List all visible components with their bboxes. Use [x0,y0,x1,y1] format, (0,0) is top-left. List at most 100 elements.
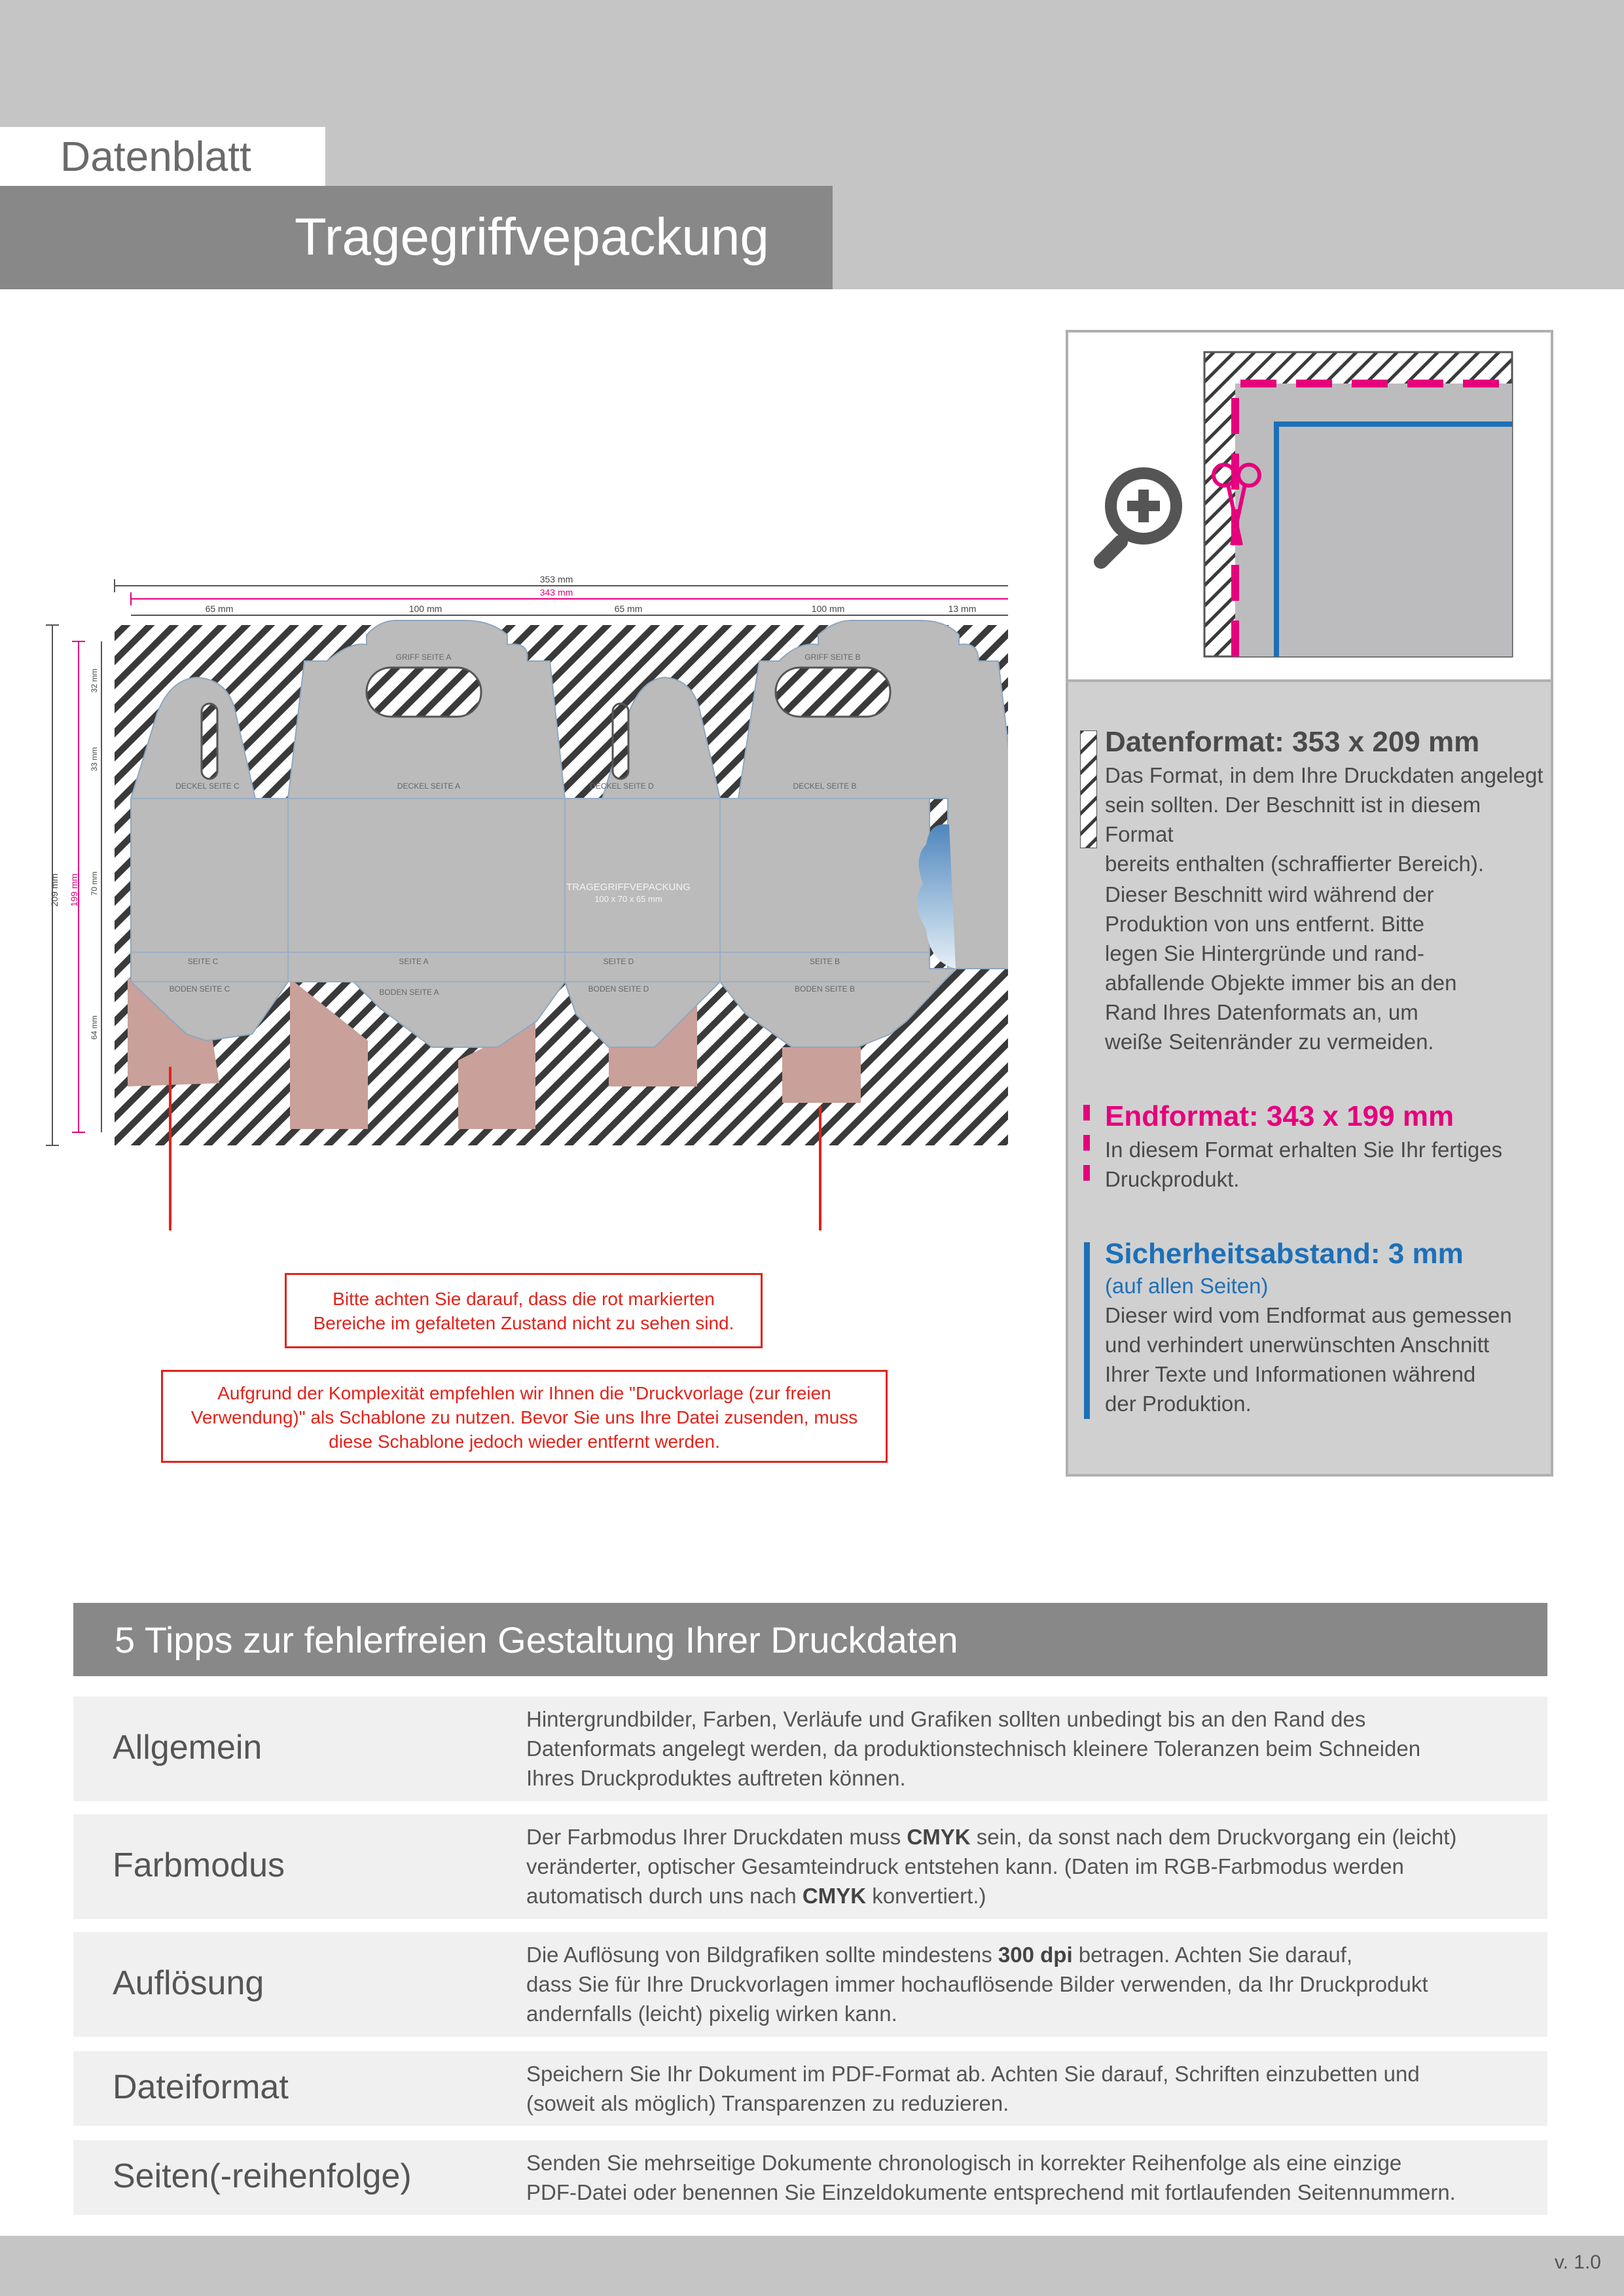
scissors-icon [1212,463,1261,546]
red-areas-note: Bitte achten Sie darauf, dass die rot ma… [285,1273,763,1348]
datenformat-text: Das Format, in dem Ihre Druckdaten angel… [1105,761,1551,878]
version-label: v. 1.0 [1554,2251,1601,2273]
handle-cutouts [200,666,892,780]
tip-row-allgemein: Allgemein Hintergrundbilder, Farben, Ver… [73,1696,1547,1801]
dim-left-4: 64 mm [90,1016,99,1040]
text-line: Produktion von uns entfernt. Bitte [1105,912,1424,936]
tip-label: Farbmodus [113,1846,285,1884]
text-line: dass Sie für Ihre Druckvorlagen immer ho… [526,1972,1428,1996]
text-line: Speichern Sie Ihr Dokument im PDF-Format… [526,2062,1420,2086]
label-seite-c: SEITE C [188,957,219,966]
zoom-illustration [1068,332,1551,682]
text-run: sein, da sonst nach dem Druckvorgang ein… [970,1825,1457,1849]
sicherheit-title: Sicherheitsabstand: 3 mm [1105,1238,1464,1270]
sicherheit-text: Dieser wird vom Endformat aus gemessen u… [1105,1300,1512,1418]
label-deckel-d: DECKEL SEITE D [590,781,654,791]
dim-final-height: 199 mm [69,874,79,907]
text-line: sein sollten. Der Beschnitt ist in diese… [1105,793,1481,846]
title-box [0,186,833,289]
dim-top-1: 65 mm [206,603,234,614]
text-line: In diesem Format erhalten Sie Ihr fertig… [1105,1138,1503,1162]
text-run: automatisch durch uns nach [526,1884,803,1908]
document-label: Datenblatt [60,133,251,180]
label-seite-d: SEITE D [604,957,634,966]
text-line: Datenformats angelegt werden, da produkt… [526,1736,1421,1761]
text-line: legen Sie Hintergründe und rand- [1105,941,1424,965]
text-line: Druckprodukt. [1105,1167,1240,1191]
text-line: Senden Sie mehrseitige Dokumente chronol… [526,2151,1402,2175]
tip-label: Allgemein [113,1729,262,1767]
tip-label: Auflösung [113,1964,264,2002]
zoom-in-icon [1094,467,1182,569]
magenta-dash-bar [1083,1105,1090,1190]
text-line: veränderter, optischer Gesamteindruck en… [526,1854,1404,1878]
dim-left-3: 70 mm [90,872,99,896]
tips-title: 5 Tipps zur fehlerfreien Gestaltung Ihre… [115,1619,958,1660]
box-net [130,620,1008,1048]
dim-final-width: 343 mm [540,587,573,598]
label-boden-d: BODEN SEITE D [588,984,649,994]
footer-band [0,2236,1624,2296]
tip-label: Seiten(-reihenfolge) [113,2157,412,2195]
corner-detail [1094,351,1513,658]
text-run: betragen. Achten Sie darauf, [1072,1943,1353,1967]
tip-row-farbmodus: Farbmodus Der Farbmodus Ihrer Druckdaten… [73,1814,1547,1919]
dim-total-height: 209 mm [49,874,60,907]
note-line: Bitte achten Sie darauf, dass die rot ma… [333,1289,715,1309]
dieline-diagram: 353 mm 343 mm 65 mm 100 mm 65 mm 100 mm … [46,574,1008,1230]
text-run: Die Auflösung von Bildgrafiken sollte mi… [526,1943,998,1967]
label-boden-c: BODEN SEITE C [170,984,230,994]
tip-text: Hintergrundbilder, Farben, Verläufe und … [526,1704,1534,1793]
label-boden-b: BODEN SEITE B [795,984,855,994]
fold-lines [131,798,929,982]
sicherheit-subtitle: (auf allen Seiten) [1105,1274,1269,1298]
label-box [0,127,325,186]
text-line: der Produktion. [1105,1391,1252,1416]
dim-total-width: 353 mm [540,574,573,584]
text-bold: CMYK [907,1825,971,1849]
dim-top-3: 65 mm [615,603,643,614]
label-deckel-a: DECKEL SEITE A [397,781,460,791]
text-line: Das Format, in dem Ihre Druckdaten angel… [1105,763,1543,787]
label-deckel-c: DECKEL SEITE C [175,781,240,791]
dim-top-4: 100 mm [812,603,845,614]
text-line: Ihres Druckproduktes auftreten können. [526,1766,906,1790]
callout-lines [169,1067,821,1230]
info-panel: Datenformat: 353 x 209 mm Das Format, in… [1066,330,1553,1477]
text-bold: 300 dpi [998,1943,1073,1967]
text-line: abfallende Objekte immer bis an den [1105,971,1457,995]
text-line: Hintergrundbilder, Farben, Verläufe und … [526,1707,1366,1731]
blue-bar [1084,1242,1090,1419]
dim-top-2: 100 mm [409,603,442,614]
text-line: Rand Ihres Datenformats an, um [1105,1000,1418,1024]
text-bold: CMYK [802,1884,867,1908]
dim-top-5: 13 mm [948,603,977,614]
text-line: Dieser Beschnitt wird während der [1105,882,1434,906]
tip-row-aufloesung: Auflösung Die Auflösung von Bildgrafiken… [73,1932,1547,2037]
label-seite-a: SEITE A [399,957,428,966]
datenformat-extra-text: Dieser Beschnitt wird während der Produk… [1105,880,1456,1056]
text-line: Dieser wird vom Endformat aus gemessen [1105,1303,1512,1327]
tip-row-seiten: Seiten(-reihenfolge) Senden Sie mehrseit… [73,2140,1547,2215]
text-run: konvertiert.) [866,1884,986,1908]
text-line: bereits enthalten (schraffierter Bereich… [1105,852,1484,876]
tip-text: Senden Sie mehrseitige Dokumente chronol… [526,2148,1534,2207]
datenformat-title: Datenformat: 353 x 209 mm [1105,726,1480,758]
page-title: Tragegriffvepackung [295,207,769,266]
note-line: diese Schablone jedoch wieder entfernt w… [329,1431,720,1452]
hatch-bar [1080,730,1097,848]
label-boden-a: BODEN SEITE A [379,988,439,997]
text-line: Der Farbmodus Ihrer Druckdaten muss CMYK… [526,1822,1534,1852]
label-griff-a: GRIFF SEITE A [396,653,452,662]
label-deckel-b: DECKEL SEITE B [793,781,857,791]
text-line: PDF-Datei oder benennen Sie Einzeldokume… [526,2180,1456,2204]
text-run: Der Farbmodus Ihrer Druckdaten muss [526,1825,907,1849]
text-line: Die Auflösung von Bildgrafiken sollte mi… [526,1940,1534,1969]
template-note: Aufgrund der Komplexität empfehlen wir I… [161,1370,888,1463]
tip-label: Dateiformat [113,2068,289,2106]
endformat-title: Endformat: 343 x 199 mm [1105,1100,1454,1132]
tip-text: Die Auflösung von Bildgrafiken sollte mi… [526,1940,1534,2028]
endformat-text: In diesem Format erhalten Sie Ihr fertig… [1105,1135,1502,1194]
dim-left-2: 33 mm [90,747,99,772]
text-line: automatisch durch uns nach CMYK konverti… [526,1881,1534,1910]
